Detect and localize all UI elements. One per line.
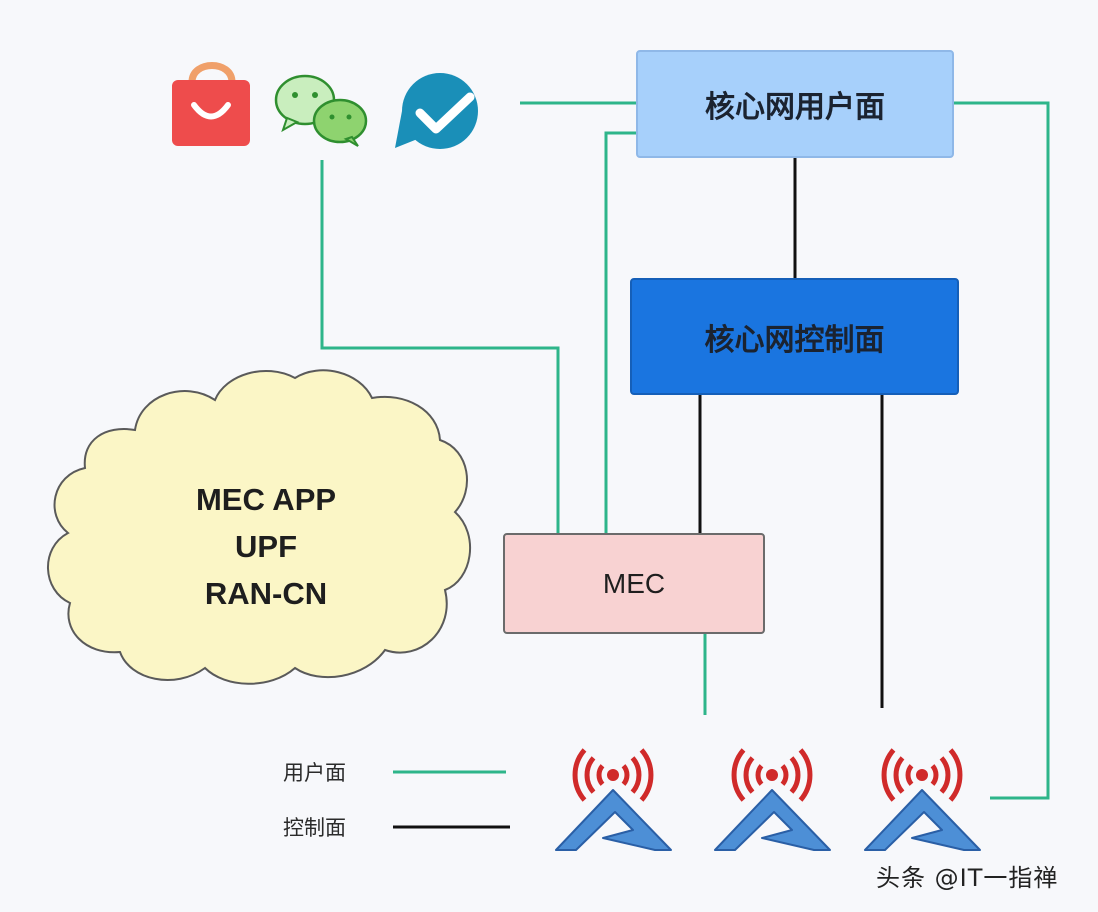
core-control-plane-box: 核心网控制面 (630, 278, 959, 395)
cell-tower-icon (555, 748, 672, 851)
cloud-line-mec-app: MEC APP (195, 482, 337, 517)
cloud-line-ran-cn: RAN-CN (204, 576, 328, 611)
legend-control-plane-label: 控制面 (283, 816, 346, 840)
cell-tower-icon (714, 748, 831, 851)
legend-user-plane-label: 用户面 (283, 761, 346, 785)
upf-to-mec-line (604, 131, 636, 533)
core-control-plane-label: 核心网控制面 (704, 322, 885, 358)
shopping-bag-icon (172, 62, 250, 146)
user-plane-lines (320, 101, 1050, 800)
mec-box: MEC (503, 533, 765, 634)
cell-towers (555, 748, 981, 851)
watermark-text: 头条 @IT一指禅 (876, 864, 1059, 892)
core-user-plane-box: 核心网用户面 (636, 50, 954, 158)
cloud-shape (47, 369, 471, 685)
wechat-icon (274, 74, 368, 147)
wechat-to-mec-line (320, 160, 560, 533)
checkmark-app-icon (395, 73, 478, 149)
mec-label: MEC (602, 567, 666, 599)
core-user-plane-label: 核心网用户面 (705, 90, 885, 125)
control-plane-lines (393, 158, 884, 829)
cell-tower-icon (864, 748, 981, 851)
upf-to-tower3-line (954, 101, 1050, 800)
cloud-line-upf: UPF (235, 529, 297, 564)
cloud-text: MEC APP UPF RAN-CN (130, 476, 402, 617)
